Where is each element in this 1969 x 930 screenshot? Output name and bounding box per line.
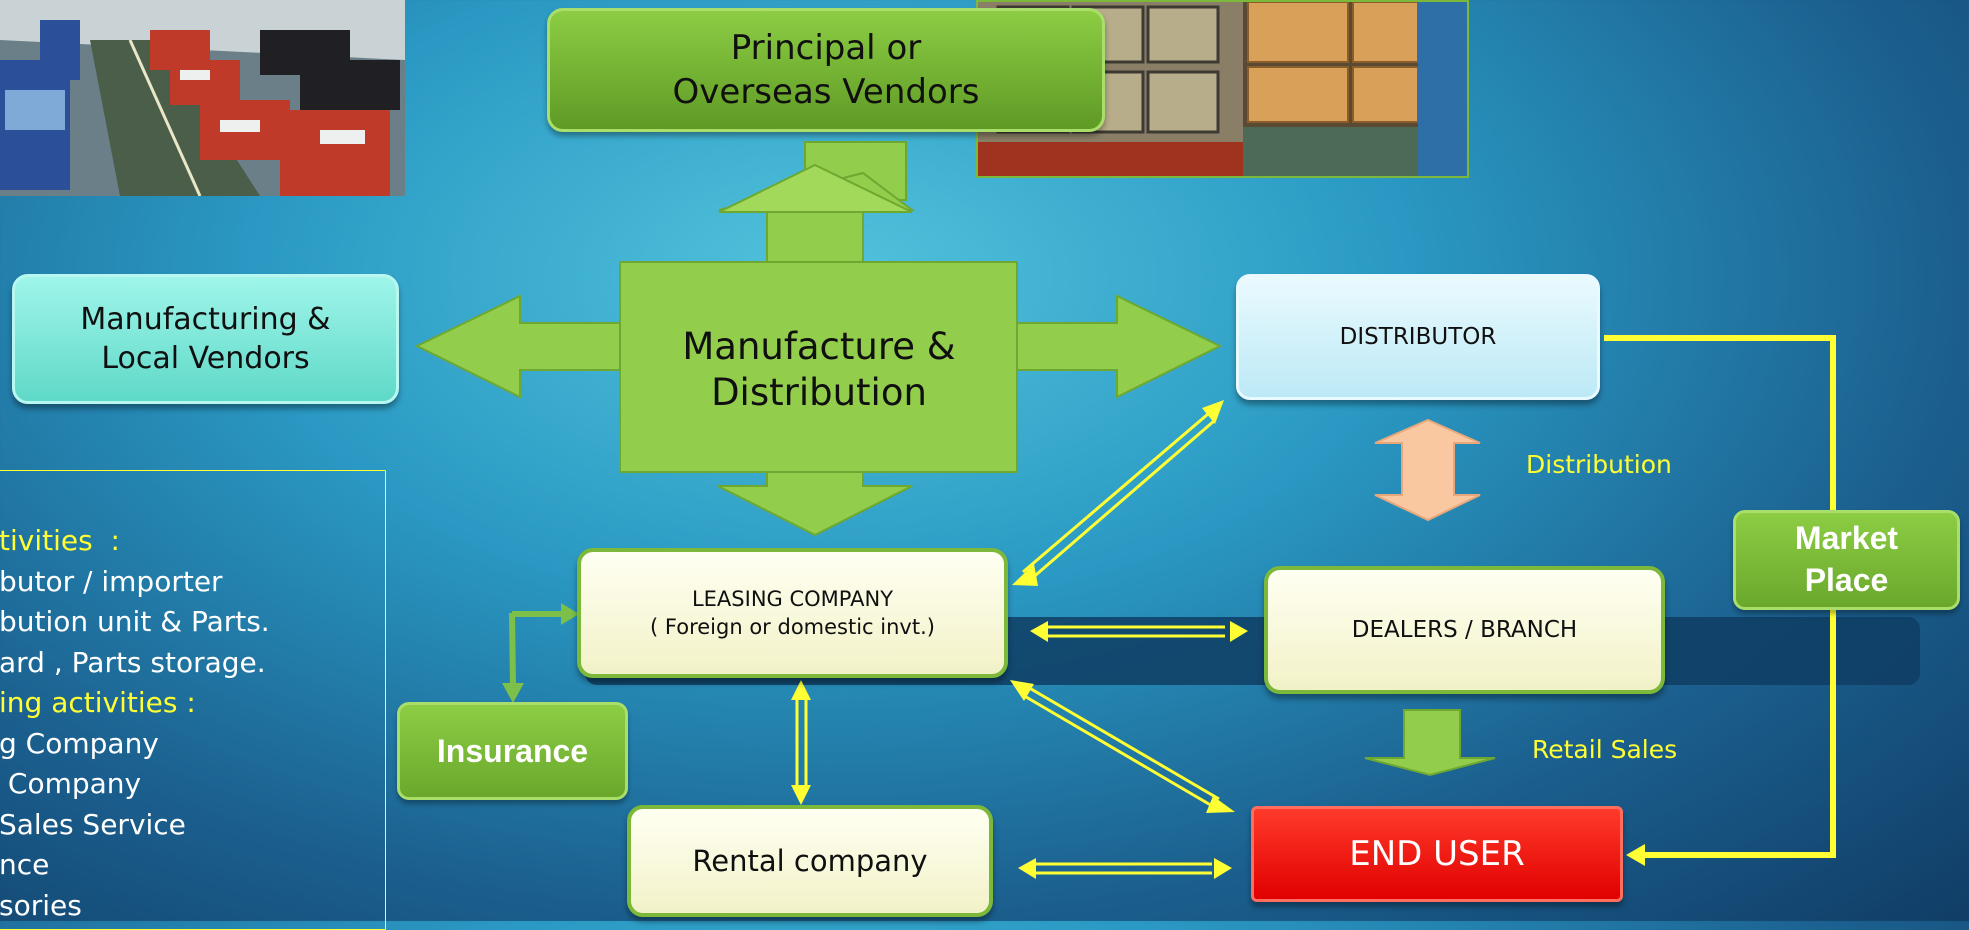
activities-line: bution unit & Parts. — [0, 605, 270, 638]
activities-line: g Company — [0, 726, 159, 760]
principal-vendors-label: Principal or Overseas Vendors — [672, 27, 980, 112]
end-user-label: END USER — [1349, 834, 1525, 874]
double-arrow-leasing-rental — [795, 697, 808, 790]
activities-line: ard , Parts storage. — [0, 645, 266, 679]
manufacturing-vendors-box: Manufacturing & Local Vendors — [12, 274, 399, 404]
activities-line: sories — [0, 888, 82, 922]
distributor-box: DISTRIBUTOR — [1236, 274, 1600, 400]
up-arrow-icon — [718, 163, 913, 213]
activities-line: tivities : — [0, 524, 120, 557]
activities-line: nce — [0, 848, 50, 881]
manufacture-distribution-label: Manufacture & Distribution — [682, 324, 956, 414]
activities-line: butor / importer — [0, 564, 223, 598]
activities-list: tivities : butor / importer bution unit & … — [0, 521, 270, 926]
rental-company-label: Rental company — [692, 844, 928, 878]
double-arrow-leasing-dealers — [1042, 625, 1225, 638]
dealers-branch-box: DEALERS / BRANCH — [1264, 566, 1665, 694]
distribution-arrow-icon — [1374, 418, 1481, 522]
rental-company-box: Rental company — [627, 805, 993, 917]
dealers-branch-label: DEALERS / BRANCH — [1351, 617, 1578, 643]
market-place-box: Market Place — [1733, 510, 1960, 610]
arrowhead-end-user — [1626, 844, 1645, 866]
double-arrow-rental-enduser — [1034, 862, 1212, 875]
retail-sales-label: Retail Sales — [1532, 735, 1678, 764]
double-arrow-leasing-distributor — [1022, 412, 1215, 582]
insurance-box: Insurance — [397, 702, 628, 800]
activities-line: Sales Service — [0, 807, 186, 841]
distribution-label: Distribution — [1526, 450, 1672, 479]
activities-line: Company — [0, 767, 142, 800]
leasing-company-title: LEASING COMPANY — [691, 587, 894, 611]
leasing-company-box: LEASING COMPANY ( Foreign or domestic in… — [577, 548, 1008, 678]
end-user-box: END USER — [1251, 806, 1623, 902]
manufacture-distribution-center: Manufacture & Distribution — [635, 290, 1003, 450]
market-place-label: Market Place — [1794, 520, 1899, 598]
manufacturing-vendors-label: Manufacturing & Local Vendors — [80, 302, 331, 376]
retail-sales-arrow-icon — [1364, 709, 1496, 777]
activities-line: ing activities : — [0, 686, 196, 719]
insurance-connector — [509, 611, 563, 690]
bus-factory-photo — [0, 0, 405, 196]
distributor-label: DISTRIBUTOR — [1339, 324, 1497, 350]
activities-panel: tivities : butor / importer bution unit & … — [0, 470, 386, 930]
principal-vendors-box: Principal or Overseas Vendors — [547, 8, 1105, 132]
double-arrow-leasing-enduser — [1020, 684, 1220, 809]
insurance-label: Insurance — [436, 732, 589, 769]
cross-arrow-icon — [414, 141, 1223, 537]
leasing-company-subtitle: ( Foreign or domestic invt.) — [650, 615, 935, 639]
